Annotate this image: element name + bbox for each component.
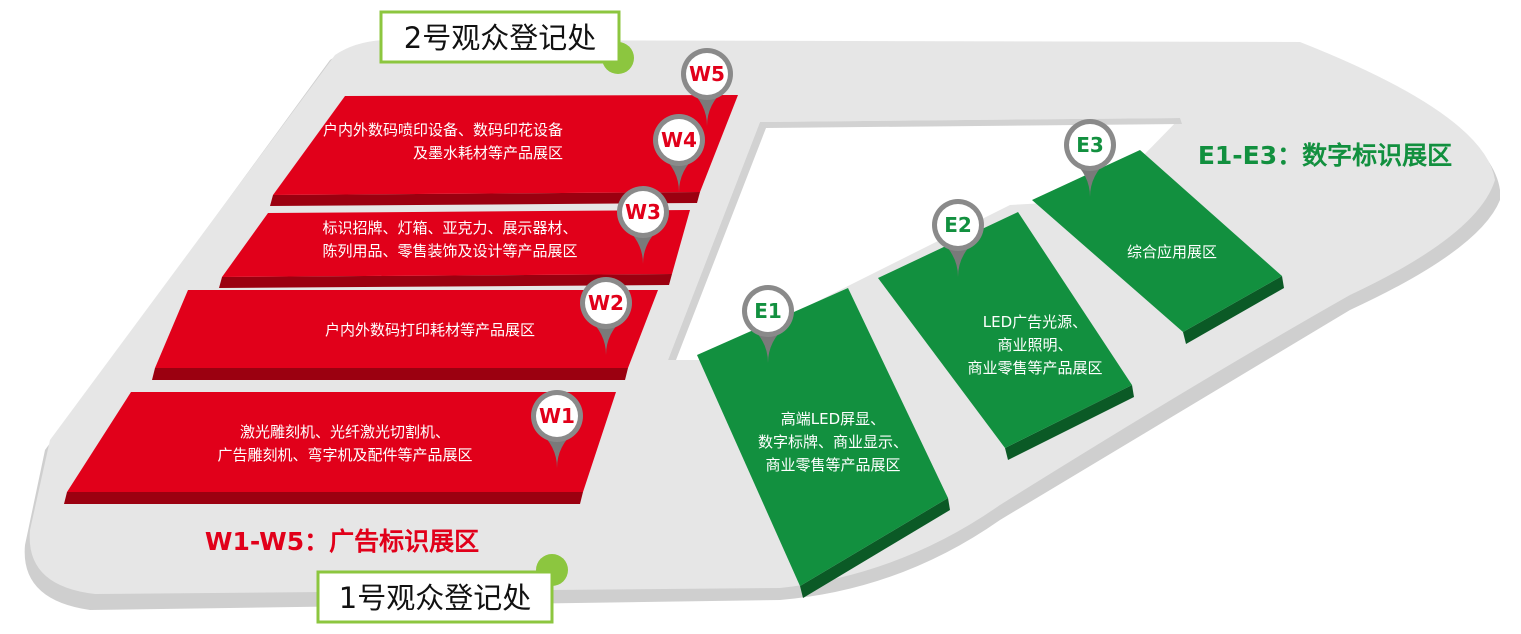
hall-e1-label-line-2: 数字标牌、商业显示、 bbox=[758, 433, 908, 451]
hall-w2-label-line-1: 户内外数码打印耗材等产品展区 bbox=[325, 321, 535, 339]
hall-w3-label-line-1: 标识招牌、灯箱、亚克力、展示器材、 bbox=[322, 219, 577, 237]
pin-e3-label: E3 bbox=[1076, 133, 1104, 157]
pin-w4-label: W4 bbox=[661, 128, 697, 152]
hall-w1[interactable]: 激光雕刻机、光纤激光切割机、广告雕刻机、弯字机及配件等产品展区 bbox=[64, 392, 616, 504]
hall-w1-label-line-2: 广告雕刻机、弯字机及配件等产品展区 bbox=[217, 446, 472, 464]
hall-w2-block[interactable] bbox=[155, 290, 658, 368]
hall-e2-label-line-1: LED广告光源、 bbox=[983, 313, 1087, 331]
hall-e2[interactable]: LED广告光源、商业照明、商业零售等产品展区 bbox=[878, 212, 1134, 460]
pin-w1-disc bbox=[536, 395, 578, 437]
hall-e2-label-line-2: 商业照明、 bbox=[997, 336, 1072, 354]
pin-w1[interactable]: W1 bbox=[531, 390, 583, 468]
west-zone-title: W1-W5：广告标识展区 bbox=[205, 527, 479, 556]
hall-e3-label-line-1: 综合应用展区 bbox=[1127, 243, 1217, 261]
registration-label-2: 2号观众登记处 bbox=[404, 21, 596, 55]
pin-e1-label: E1 bbox=[754, 299, 782, 323]
pin-w2[interactable]: W2 bbox=[580, 277, 632, 355]
hall-w4-edge bbox=[270, 192, 700, 206]
hall-e3[interactable]: 综合应用展区 bbox=[1032, 150, 1284, 344]
pin-w3[interactable]: W3 bbox=[617, 186, 669, 264]
hall-e2-label-line-3: 商业零售等产品展区 bbox=[967, 359, 1102, 377]
hall-e1-label-line-1: 高端LED屏显、 bbox=[781, 410, 885, 428]
hall-w3[interactable]: 标识招牌、灯箱、亚克力、展示器材、陈列用品、零售装饰及设计等产品展区 bbox=[219, 210, 690, 288]
hall-e3-edge bbox=[1183, 276, 1284, 344]
registration-box-1: 1号观众登记处 bbox=[316, 570, 554, 624]
registration-box-2: 2号观众登记处 bbox=[379, 10, 621, 64]
pin-e3[interactable]: E3 bbox=[1064, 119, 1116, 197]
pin-w5[interactable]: W5 bbox=[681, 48, 733, 126]
pin-w2-label: W2 bbox=[588, 291, 624, 315]
pin-e1[interactable]: E1 bbox=[742, 285, 794, 363]
hall-e3-block[interactable] bbox=[1032, 150, 1282, 332]
hall-w1-block[interactable] bbox=[67, 392, 616, 492]
hall-w1-edge bbox=[64, 492, 583, 504]
pin-w2-disc bbox=[585, 282, 627, 324]
hall-w3-block[interactable] bbox=[222, 210, 690, 277]
pin-e2-disc bbox=[937, 204, 979, 246]
registration-label-1: 1号观众登记处 bbox=[339, 581, 531, 615]
pin-e3-disc bbox=[1069, 124, 1111, 166]
hall-e2-block[interactable] bbox=[878, 212, 1132, 448]
hall-w3-edge bbox=[219, 274, 672, 288]
halls-layer: 激光雕刻机、光纤激光切割机、广告雕刻机、弯字机及配件等产品展区 户内外数码打印耗材… bbox=[64, 95, 1284, 598]
hall-w4-label-line-1: 户内外数码喷印设备、数码印花设备 bbox=[323, 121, 563, 139]
hall-w4-label-line-2: 及墨水耗材等产品展区 bbox=[413, 144, 563, 162]
hall-e1-label-line-3: 商业零售等产品展区 bbox=[765, 456, 900, 474]
pin-w4[interactable]: W4 bbox=[653, 114, 705, 192]
hall-w3-label-line-2: 陈列用品、零售装饰及设计等产品展区 bbox=[322, 242, 577, 260]
pin-w3-disc bbox=[622, 191, 664, 233]
pin-w3-label: W3 bbox=[625, 200, 661, 224]
hall-w1-label-line-1: 激光雕刻机、光纤激光切割机、 bbox=[240, 423, 450, 441]
hall-e1[interactable]: 高端LED屏显、数字标牌、商业显示、商业零售等产品展区 bbox=[697, 288, 950, 598]
hall-w2-edge bbox=[152, 368, 628, 380]
pin-w5-disc bbox=[686, 53, 728, 95]
pin-w5-label: W5 bbox=[689, 62, 725, 86]
courtyard bbox=[668, 118, 1180, 360]
hall-w4-block[interactable] bbox=[273, 95, 738, 195]
east-zone-title: E1-E3：数字标识展区 bbox=[1198, 141, 1452, 170]
pin-e1-disc bbox=[747, 290, 789, 332]
hall-e2-edge bbox=[1005, 385, 1134, 460]
pin-e2-label: E2 bbox=[944, 213, 972, 237]
hall-e1-edge bbox=[800, 498, 950, 598]
pin-e2[interactable]: E2 bbox=[932, 199, 984, 277]
hall-w2[interactable]: 户内外数码打印耗材等产品展区 bbox=[152, 290, 658, 380]
hall-e1-block[interactable] bbox=[697, 288, 948, 586]
pin-w4-disc bbox=[658, 119, 700, 161]
pin-w1-label: W1 bbox=[539, 404, 575, 428]
